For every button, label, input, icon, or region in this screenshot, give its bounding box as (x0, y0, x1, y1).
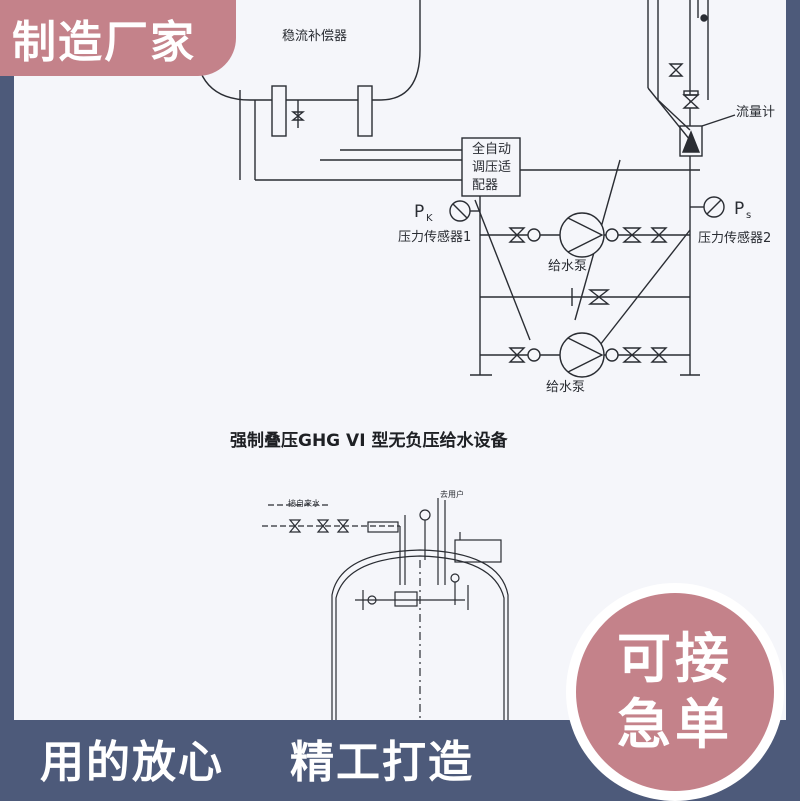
controller-line-3: 配器 (472, 178, 498, 193)
ps-subscript: s (746, 210, 751, 221)
flowmeter-icon (681, 130, 701, 153)
pump-1-label: 给水泵 (548, 259, 587, 274)
tank-leg-right (357, 85, 373, 137)
header-badge: 制造厂家 (0, 0, 236, 76)
diagram-2-title: 强制叠压GHG VI 型无负压给水设备 (230, 430, 508, 451)
diagram-paper: 稳流补偿器 全自动 调压适 配器 P K P s 压力传感器1 压力传感器2 流… (14, 0, 786, 720)
pump-2-icon (559, 332, 605, 378)
pump-2-label: 给水泵 (546, 380, 585, 395)
pk-symbol: P (414, 202, 424, 222)
outlet-label: 去用户 (440, 489, 464, 499)
flowmeter-label: 流量计 (736, 105, 775, 120)
controller-box (461, 137, 521, 197)
stamp-line-1: 可接 (617, 627, 733, 690)
sensor-2-label: 压力传感器2 (698, 230, 771, 246)
inlet-label: 接自来水 (288, 498, 320, 508)
stamp-inner: 可接 急单 (576, 593, 774, 791)
slogan-left: 用的放心 (40, 737, 224, 788)
ps-symbol: P (734, 199, 744, 219)
sensor-1-label: 压力传感器1 (398, 229, 471, 245)
stamp-badge: 可接 急单 (566, 583, 784, 801)
controller-line-2: 调压适 (472, 160, 511, 175)
controller-line-1: 全自动 (472, 141, 511, 157)
header-badge-label: 制造厂家 (12, 17, 196, 68)
slogan-right: 精工打造 (290, 737, 474, 788)
tank-label: 稳流补偿器 (282, 28, 347, 44)
diagram-2-graphic (262, 498, 509, 720)
pk-subscript: K (426, 213, 433, 224)
pump-1-icon (559, 212, 605, 258)
stamp-line-2: 急单 (617, 693, 733, 756)
tank-leg-left (271, 85, 287, 137)
schematic-svg: 稳流补偿器 全自动 调压适 配器 P K P s 压力传感器1 压力传感器2 流… (194, 0, 775, 720)
